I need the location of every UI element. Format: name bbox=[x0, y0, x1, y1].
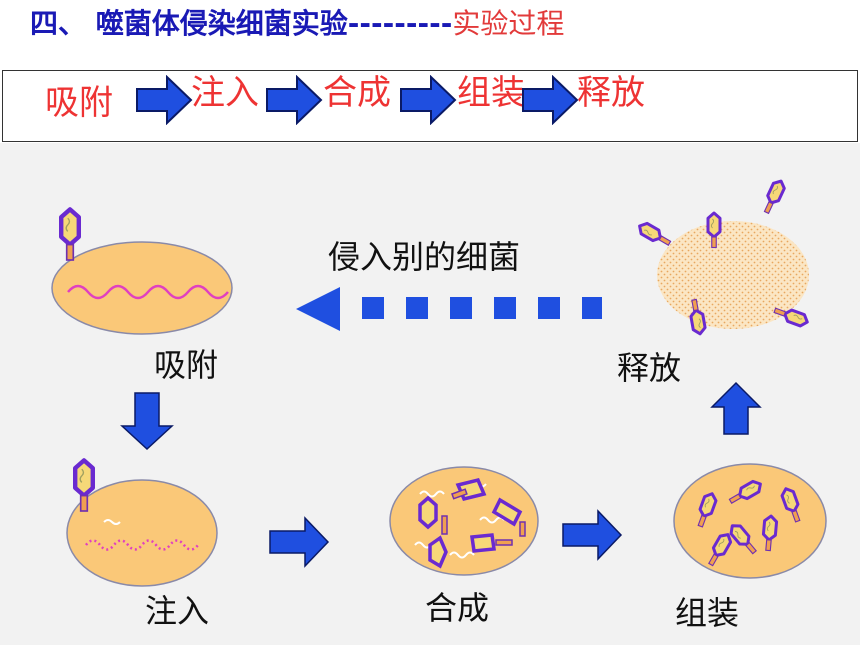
step-arrow-2-icon bbox=[266, 75, 323, 125]
page-title: 四、 噬菌体侵染细菌实验---------实验过程 bbox=[30, 4, 564, 44]
step-arrow-1-icon bbox=[136, 75, 193, 125]
title-sub: 实验过程 bbox=[452, 7, 565, 40]
step-arrow-3-icon bbox=[400, 75, 457, 125]
adsorb-label: 吸附 bbox=[154, 346, 219, 384]
inject-label: 注入 bbox=[145, 592, 210, 630]
step-4-label: 组装 bbox=[457, 73, 525, 113]
synthesize-label: 合成 bbox=[425, 589, 490, 627]
adsorb-stage bbox=[51, 209, 233, 335]
step-2-label: 注入 bbox=[191, 73, 259, 113]
reinfect-label: 侵入别的细菌 bbox=[328, 238, 521, 276]
step-1-label: 吸附 bbox=[45, 83, 113, 123]
reinfect-arrow-icon bbox=[296, 287, 602, 331]
assemble-stage bbox=[673, 463, 827, 579]
step-5-label: 释放 bbox=[577, 73, 645, 113]
up-arrow-icon bbox=[710, 381, 762, 435]
title-dashes: --------- bbox=[347, 7, 453, 40]
right-arrow-1-icon bbox=[269, 516, 330, 568]
down-arrow-icon bbox=[120, 392, 174, 451]
inject-stage bbox=[66, 460, 218, 587]
title-main: 四、 噬菌体侵染细菌实验 bbox=[30, 7, 348, 40]
synthesize-stage bbox=[389, 466, 539, 576]
release-stage bbox=[635, 177, 811, 337]
step-arrow-4-icon bbox=[522, 75, 579, 125]
assemble-label: 组装 bbox=[675, 594, 740, 632]
infection-diagram: 侵入别的细菌 吸附 释放 注入 合成 组装 bbox=[0, 143, 860, 645]
step-sequence-box: 吸附 注入 合成 组装 释放 bbox=[2, 70, 858, 142]
release-label: 释放 bbox=[617, 349, 682, 387]
diagram-graphics bbox=[51, 177, 827, 587]
step-3-label: 合成 bbox=[323, 73, 391, 113]
right-arrow-2-icon bbox=[562, 509, 623, 561]
